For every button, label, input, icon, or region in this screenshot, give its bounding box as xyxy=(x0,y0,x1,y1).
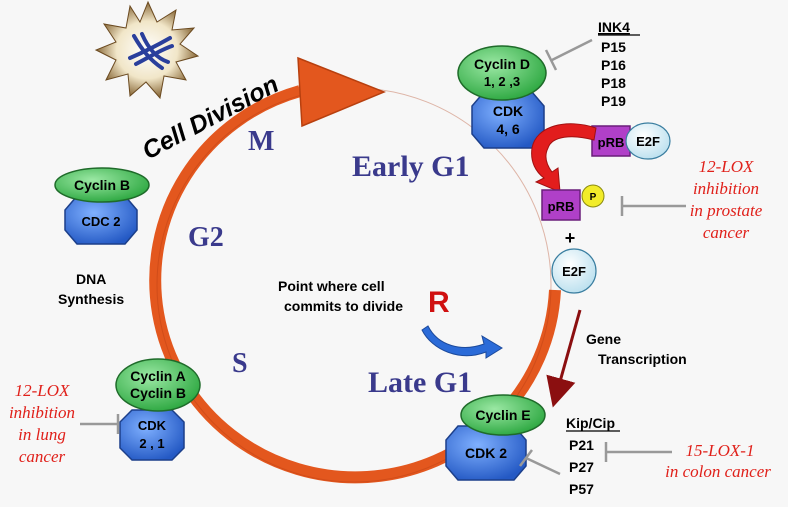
restriction-r-label: R xyxy=(428,286,450,319)
cyclin-ab-ellipse xyxy=(115,358,201,412)
cyclin-d-line1: Cyclin D xyxy=(474,56,530,72)
cycle-arrowhead xyxy=(297,56,386,128)
phase-s-label: S xyxy=(232,348,248,379)
ink4-title: INK4 xyxy=(598,19,630,35)
e2f-complex-label: E2F xyxy=(636,134,660,149)
ink4-inhibition-bar xyxy=(544,49,558,71)
cdk2-label: CDK 2 xyxy=(465,445,507,461)
kipcip-title: Kip/Cip xyxy=(566,415,615,431)
restriction-point-line2: commits to divide xyxy=(284,298,403,314)
lox-lung-line3: in lung xyxy=(18,425,66,444)
phase-g2-label: G2 xyxy=(188,222,224,253)
gene-transcription-line2: Transcription xyxy=(598,351,687,367)
cdk-21-line2: 2 , 1 xyxy=(139,436,164,451)
restriction-point-line1: Point where cell xyxy=(278,278,385,294)
prb-phospho-label: pRB xyxy=(548,199,575,214)
dna-synthesis-line2: Synthesis xyxy=(58,291,124,307)
ink4-item: P15 xyxy=(601,39,626,55)
lox-prostate-line1: 12-LOX xyxy=(699,157,754,176)
kipcip-item: P57 xyxy=(569,481,594,497)
cdk-46-line1: CDK xyxy=(493,103,523,119)
chromosome-star-icon xyxy=(94,0,200,100)
cyclin-b-label: Cyclin B xyxy=(74,177,130,193)
prb-complex-label: pRB xyxy=(598,135,625,150)
prb-complex-box xyxy=(591,125,631,157)
prb-phospho-box xyxy=(541,189,581,221)
lox-colon-line1: 15-LOX-1 xyxy=(686,441,755,460)
free-e2f-ellipse xyxy=(551,248,597,294)
cdc2-octagon xyxy=(64,195,138,245)
cyclin-a-label: Cyclin A xyxy=(130,368,186,384)
cyclin-b-ellipse xyxy=(54,167,150,203)
cdc2-label: CDC 2 xyxy=(81,214,120,229)
lox-prostate-line2: inhibition xyxy=(693,179,759,198)
phosphate-label: P xyxy=(590,192,597,203)
kipcip-inhibition-bar xyxy=(519,449,533,467)
plus-sign: + xyxy=(565,228,576,248)
phase-m-label: M xyxy=(248,126,274,157)
cdk-21-line1: CDK xyxy=(138,418,167,433)
cyclin-d-ellipse xyxy=(457,45,547,101)
kipcip-item: P27 xyxy=(569,459,594,475)
lox-lung-line1: 12-LOX xyxy=(15,381,70,400)
lox-lung-line4: cancer xyxy=(19,447,66,466)
cyclin-e-label: Cyclin E xyxy=(475,407,530,423)
cdk-21-octagon xyxy=(119,409,185,461)
lox-prostate-line3: in prostate xyxy=(690,201,763,220)
restriction-curved-arrow xyxy=(421,325,503,359)
phosphorylation-arrow xyxy=(531,123,597,193)
lox-colon-line2: in colon cancer xyxy=(665,462,771,481)
ink4-item: P19 xyxy=(601,93,626,109)
kipcip-item: P21 xyxy=(569,437,594,453)
transcription-arrow xyxy=(546,309,582,408)
free-e2f-label: E2F xyxy=(562,264,586,279)
cyclin-b2-label: Cyclin B xyxy=(130,385,186,401)
ink4-item: P18 xyxy=(601,75,626,91)
ink4-inhibition-line xyxy=(551,38,593,62)
cdk-46-line2: 4, 6 xyxy=(496,121,520,137)
lox-prostate-line4: cancer xyxy=(703,223,750,242)
kipcip-inhibition-line xyxy=(525,456,561,476)
lox-lung-line2: inhibition xyxy=(9,403,75,422)
e2f-complex-ellipse xyxy=(625,122,671,160)
ink4-item: P16 xyxy=(601,57,626,73)
cyclin-d-line2: 1, 2 ,3 xyxy=(484,74,520,89)
phase-early-g1-label: Early G1 xyxy=(352,150,470,183)
dna-synthesis-line1: DNA xyxy=(76,271,106,287)
cyclin-e-ellipse xyxy=(460,394,546,436)
gene-transcription-line1: Gene xyxy=(586,331,621,347)
phosphate-circle xyxy=(581,184,605,208)
phase-late-g1-label: Late G1 xyxy=(368,366,472,399)
